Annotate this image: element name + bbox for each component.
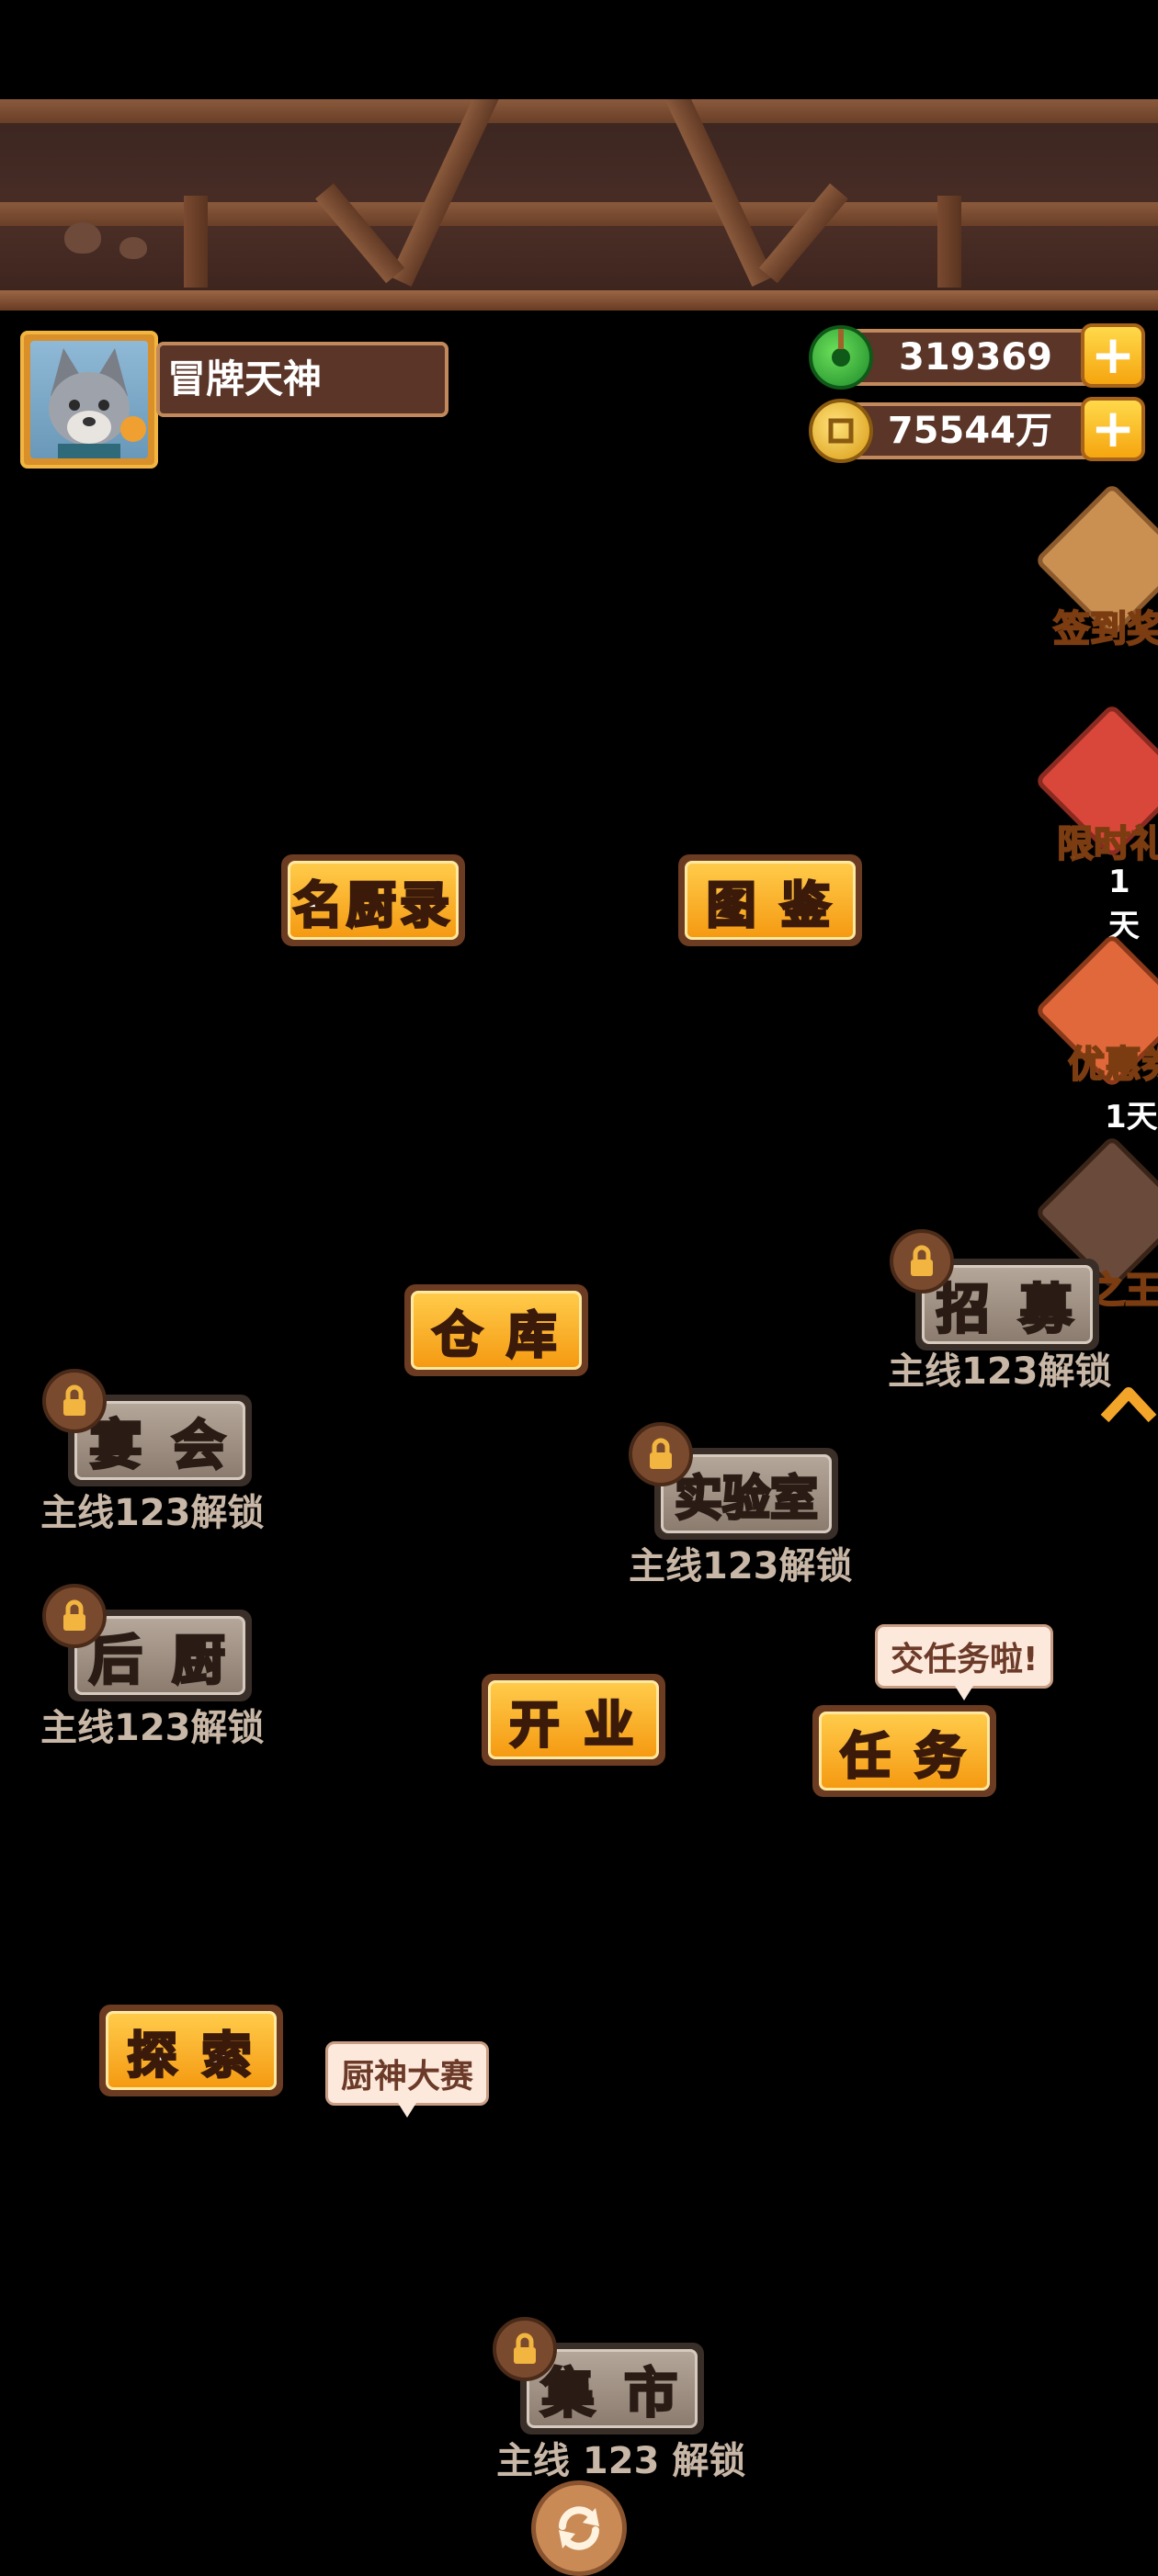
player-name: 冒牌天神 bbox=[167, 356, 323, 401]
limited-gift-timer: 1天 bbox=[1108, 864, 1140, 944]
coupon-label: 优惠券 bbox=[1067, 1043, 1158, 1087]
recruit-unlock-text: 主线123解锁 bbox=[888, 1350, 1112, 1393]
coin-currency-bar: 75544万 bbox=[832, 402, 1107, 459]
task-bubble[interactable]: 交任务啦! bbox=[875, 1624, 1054, 1700]
chevron-up-icon bbox=[1100, 1387, 1157, 1423]
coin-amount: 75544万 bbox=[887, 410, 1052, 452]
lock-icon bbox=[629, 1422, 693, 1486]
contest-bubble[interactable]: 厨神大赛 bbox=[325, 2041, 490, 2118]
summon-event[interactable] bbox=[1034, 1135, 1158, 1291]
warehouse-button[interactable]: 仓 库 bbox=[404, 1284, 588, 1376]
wooden-beam-banner bbox=[0, 99, 1158, 311]
back-kitchen-unlock-text: 主线123解锁 bbox=[40, 1707, 265, 1749]
coupon-timer: 1天 bbox=[1105, 1099, 1158, 1135]
lab-button[interactable]: 实验室 bbox=[654, 1448, 838, 1540]
jade-icon bbox=[809, 325, 873, 390]
collapse-side-button[interactable] bbox=[1099, 1374, 1158, 1437]
banquet-unlock-text: 主线123解锁 bbox=[40, 1492, 265, 1534]
jade-amount: 319369 bbox=[899, 336, 1052, 378]
add-jade-button[interactable]: + bbox=[1081, 323, 1145, 388]
limited-gift-label: 限时礼 bbox=[1056, 822, 1158, 866]
open-business-button[interactable]: 开 业 bbox=[482, 1674, 665, 1766]
explore-button[interactable]: 探 索 bbox=[99, 2005, 283, 2096]
recruit-button[interactable]: 招 募 bbox=[915, 1259, 1099, 1350]
player-name-plate[interactable]: 冒牌天神 bbox=[156, 342, 448, 417]
jade-currency-bar: 319369 bbox=[832, 329, 1107, 386]
lock-icon bbox=[42, 1369, 107, 1433]
wolf-avatar-icon bbox=[49, 348, 146, 458]
add-coins-button[interactable]: + bbox=[1081, 397, 1145, 461]
lock-icon bbox=[890, 1229, 954, 1294]
refresh-icon bbox=[559, 2506, 599, 2550]
checkin-reward-label: 签到奖 bbox=[1052, 607, 1158, 651]
market-unlock-text: 主线 123 解锁 bbox=[496, 2440, 746, 2482]
task-button[interactable]: 任 务 bbox=[812, 1705, 996, 1797]
player-avatar[interactable] bbox=[20, 331, 158, 469]
lab-unlock-text: 主线123解锁 bbox=[629, 1545, 853, 1587]
chef-list-button[interactable]: 名厨录 bbox=[281, 854, 465, 946]
catalog-button[interactable]: 图 鉴 bbox=[678, 854, 862, 946]
lock-icon bbox=[42, 1584, 107, 1648]
refresh-button[interactable] bbox=[531, 2480, 627, 2576]
coin-icon bbox=[809, 399, 873, 463]
lock-icon bbox=[493, 2317, 557, 2381]
